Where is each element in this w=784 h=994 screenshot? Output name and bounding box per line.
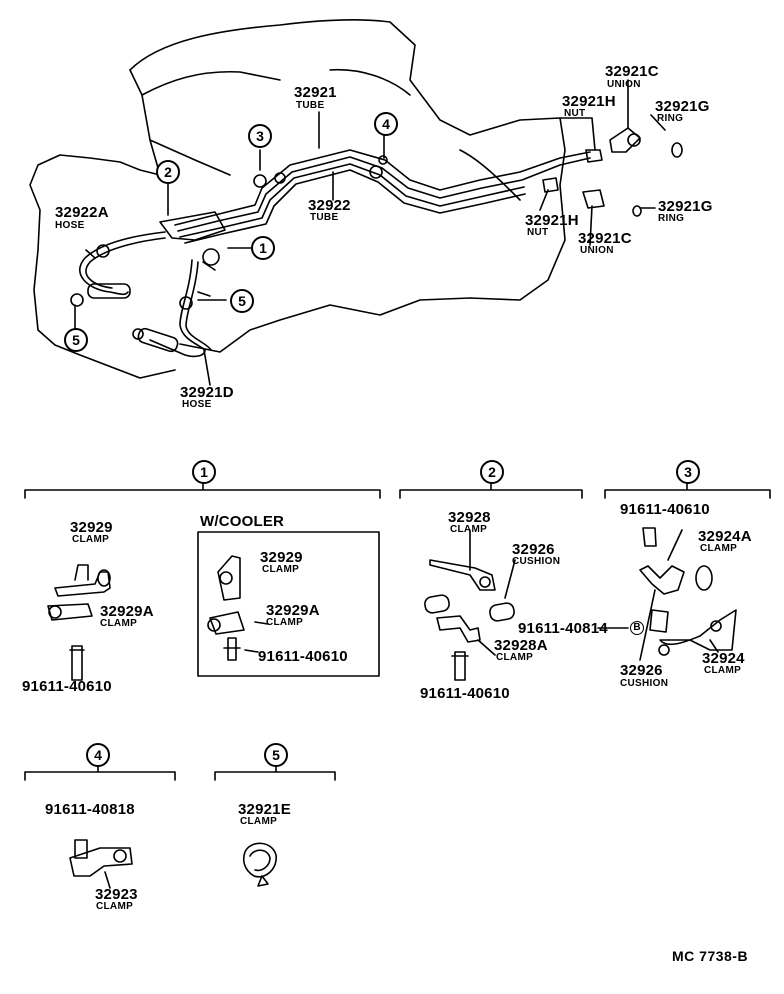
s3-bolt: 91611-40610 — [620, 501, 710, 518]
nut-32921h-bottom-desc: NUT — [527, 227, 549, 238]
tube-32921-desc: TUBE — [296, 100, 325, 111]
engine-outline — [129, 19, 566, 353]
s3-clamp-32924-pn: 32924 — [702, 650, 745, 667]
nut-32921h-top-desc: NUT — [564, 108, 586, 119]
union-32921c-bottom-desc: UNION — [580, 245, 614, 256]
s5-clamp-32921e-desc: CLAMP — [240, 816, 278, 827]
section1-number: 1 — [192, 460, 216, 484]
cooler-clamp-32929a-pn: 32929A — [266, 602, 320, 619]
s4-clamp-32923-pn: 32923 — [95, 886, 138, 903]
s3-cushion-32926-desc: CUSHION — [620, 678, 669, 689]
nut-32921h-top-pn: 32921H — [562, 93, 616, 110]
section3-number: 3 — [676, 460, 700, 484]
hose-32921d-pn: 32921D — [180, 384, 234, 401]
s3-clamp-32924-desc: CLAMP — [704, 665, 742, 676]
cooler-clamp-32929-pn: 32929 — [260, 549, 303, 566]
section4-number: 4 — [86, 743, 110, 767]
s3-cushion-32926-pn: 32926 — [620, 662, 663, 679]
cooler-title: W/COOLER — [200, 513, 285, 530]
cooler-bolt: 91611-40610 — [258, 648, 348, 665]
s2-clamp-32928-desc: CLAMP — [450, 524, 488, 535]
ring-32921g-bottom-pn: 32921G — [658, 198, 713, 215]
callout-2: 2 — [156, 160, 180, 184]
callout-5-left: 5 — [64, 328, 88, 352]
hose-32922a-pn: 32922A — [55, 204, 109, 221]
s4-bolt: 91611-40818 — [45, 801, 135, 818]
callout-1: 1 — [251, 236, 275, 260]
union-32921c-top-pn: 32921C — [605, 63, 659, 80]
ring-32921g-top-desc: RING — [657, 113, 684, 124]
s3-clamp-32924a-pn: 32924A — [698, 528, 752, 545]
callout-5-right: 5 — [230, 289, 254, 313]
s2-bolt-b: 91611-40814 — [518, 620, 608, 637]
s2-b-ref: B — [630, 621, 644, 635]
s2-clamp-32928-pn: 32928 — [448, 509, 491, 526]
cooler-clamp-32929a-desc: CLAMP — [266, 617, 304, 628]
s4-clamp-32923-desc: CLAMP — [96, 901, 134, 912]
section2-number: 2 — [480, 460, 504, 484]
union-32921c-bottom-pn: 32921C — [578, 230, 632, 247]
cooler-clamp-32929-desc: CLAMP — [262, 564, 300, 575]
s2-clamp-32928a-pn: 32928A — [494, 637, 548, 654]
tube-32922-pn: 32922 — [308, 197, 351, 214]
s2-cushion-32926-pn: 32926 — [512, 541, 555, 558]
nut-32921h-bottom-pn: 32921H — [525, 212, 579, 229]
cooler-box — [197, 531, 380, 677]
s1-clamp-32929-desc: CLAMP — [72, 534, 110, 545]
s2-cushion-32926-desc: CUSHION — [512, 556, 561, 567]
s5-clamp-32921e-pn: 32921E — [238, 801, 291, 818]
s3-clamp-32924a-desc: CLAMP — [700, 543, 738, 554]
callout-4: 4 — [374, 112, 398, 136]
hose-32922a-desc: HOSE — [55, 220, 85, 231]
ring-32921g-bottom-desc: RING — [658, 213, 685, 224]
section5-number: 5 — [264, 743, 288, 767]
s2-bolt: 91611-40610 — [420, 685, 510, 702]
union-32921c-top-desc: UNION — [607, 79, 641, 90]
s1-clamp-32929-pn: 32929 — [70, 519, 113, 536]
tube-32921-pn: 32921 — [294, 84, 337, 101]
callout-3: 3 — [248, 124, 272, 148]
ring-32921g-top-pn: 32921G — [655, 98, 710, 115]
tube-32921-line — [174, 149, 591, 226]
tube-32922-desc: TUBE — [310, 212, 339, 223]
s1-clamp-32929a-pn: 32929A — [100, 603, 154, 620]
s1-bolt: 91611-40610 — [22, 678, 112, 695]
s2-clamp-32928a-desc: CLAMP — [496, 652, 534, 663]
hose-32922a-line — [79, 231, 166, 296]
figure-code: MC 7738-B — [672, 948, 749, 964]
tube-32922-line — [179, 163, 525, 238]
s1-clamp-32929a-desc: CLAMP — [100, 618, 138, 629]
hose-32921d-desc: HOSE — [182, 399, 212, 410]
